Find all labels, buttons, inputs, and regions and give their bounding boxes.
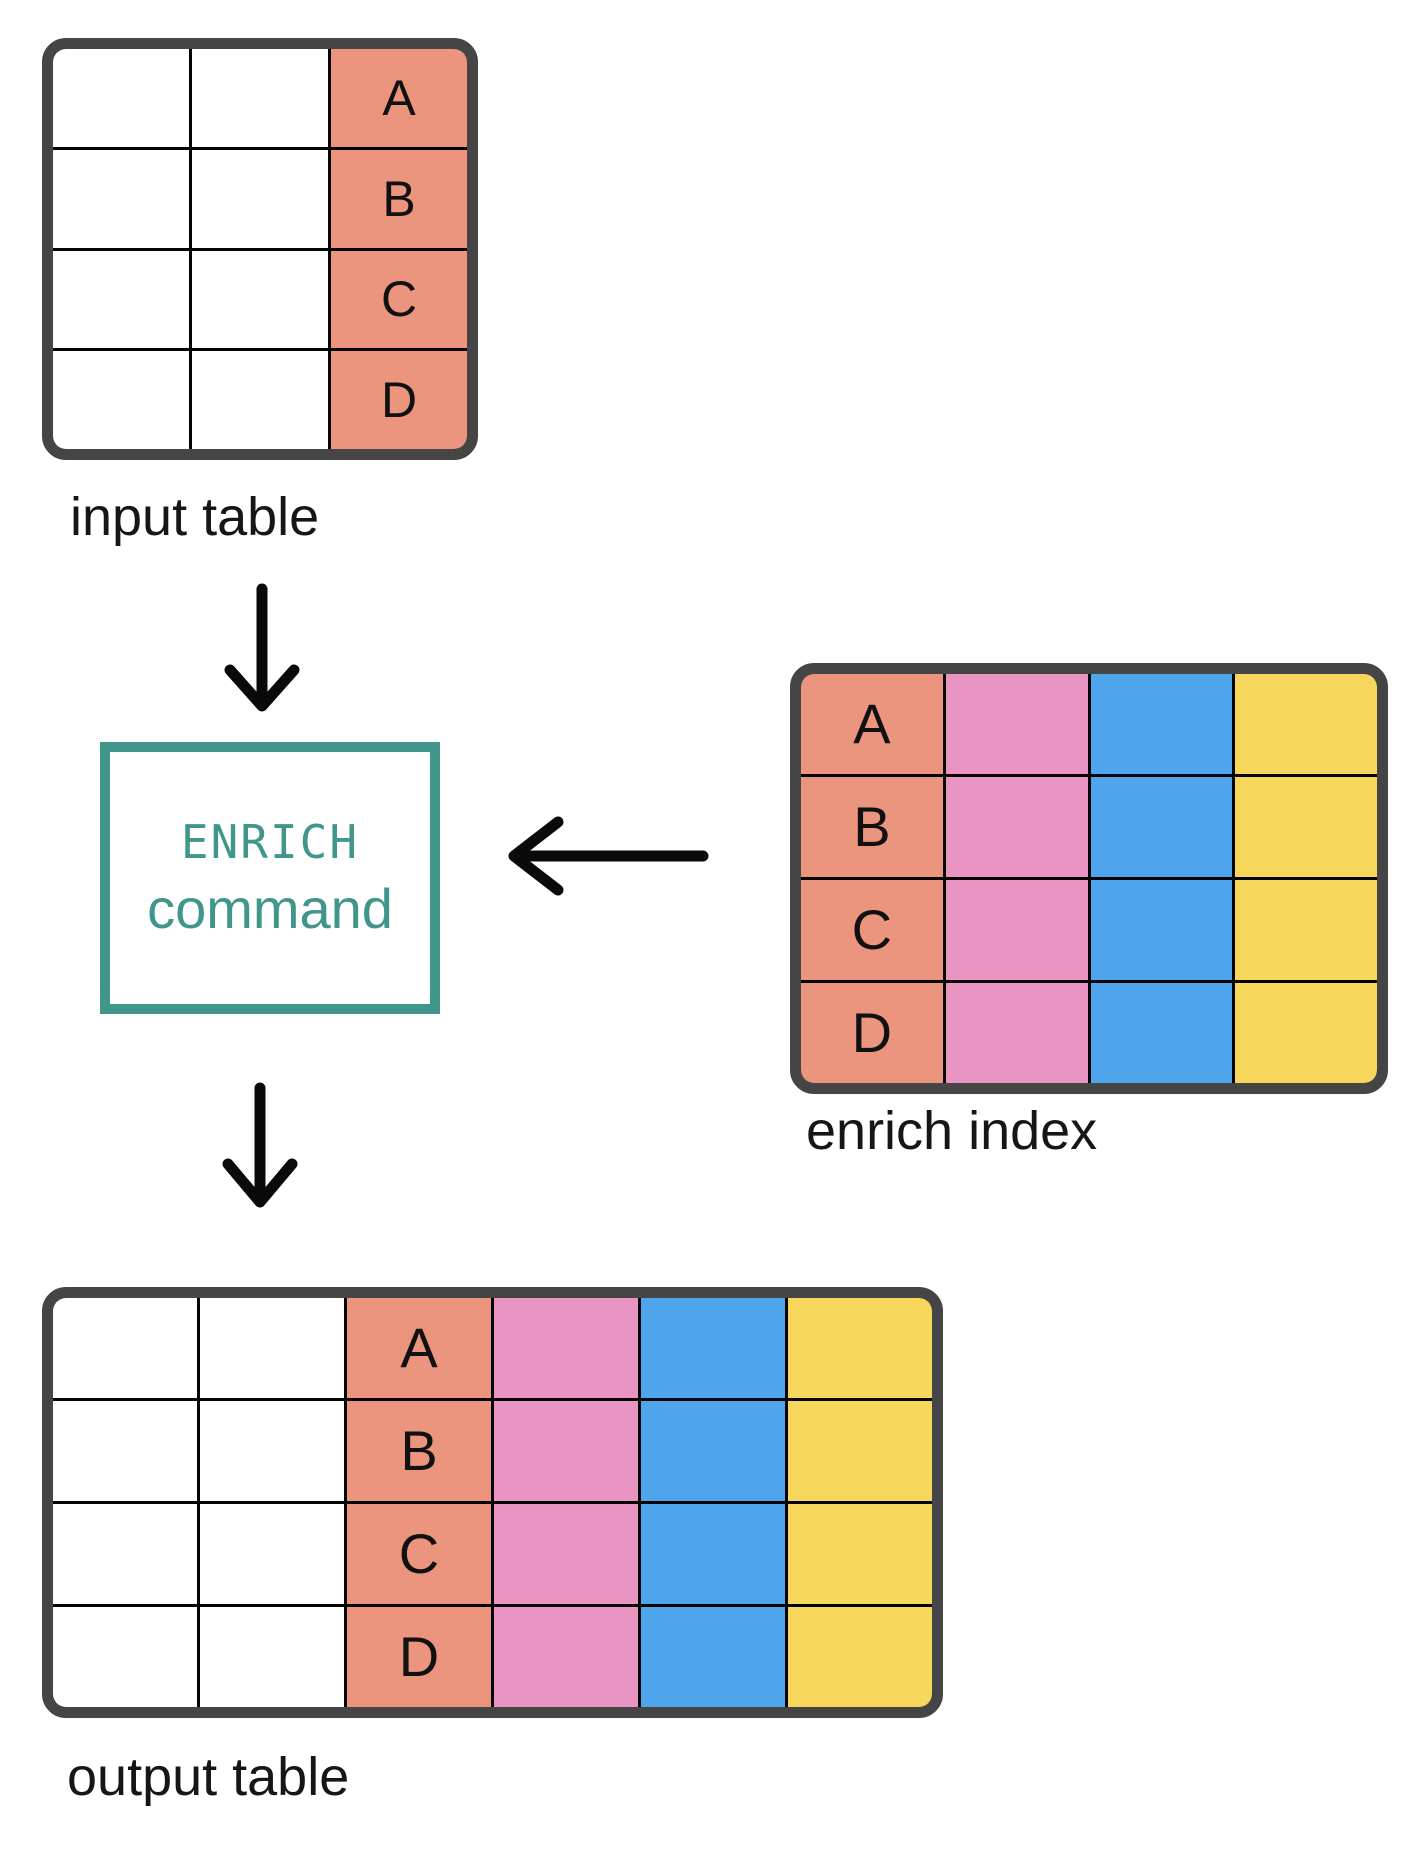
table-cell — [641, 1504, 785, 1604]
table-cell — [1235, 983, 1377, 1083]
table-cell — [1235, 777, 1377, 877]
output-table-label: output table — [67, 1747, 350, 1807]
table-cell — [200, 1298, 344, 1398]
table-cell — [945, 777, 1088, 877]
down-arrow-icon — [224, 583, 300, 712]
table-cell: D — [331, 351, 467, 449]
table-cell: B — [801, 777, 943, 877]
table-cell — [200, 1401, 344, 1501]
table-cell — [53, 149, 189, 248]
left-arrow-icon — [508, 816, 709, 896]
table-cell — [53, 49, 189, 147]
table-cell — [53, 250, 189, 349]
input-table-label: input table — [70, 487, 320, 547]
down-arrow-icon — [222, 1082, 298, 1208]
table-cell — [945, 674, 1088, 774]
table-cell — [53, 1607, 197, 1707]
enrich-index-label: enrich index — [806, 1101, 1098, 1161]
table-cell: B — [331, 149, 467, 248]
table-cell: C — [347, 1504, 491, 1604]
table-cell — [200, 1607, 344, 1707]
table-cell: A — [347, 1298, 491, 1398]
table-cell — [945, 880, 1088, 980]
table-cell: C — [331, 250, 467, 349]
table-cell: A — [801, 674, 943, 774]
table-cell — [53, 1298, 197, 1398]
table-cell — [53, 1401, 197, 1501]
table-cell — [200, 1504, 344, 1604]
table-cell — [192, 351, 328, 449]
table-cell — [788, 1504, 932, 1604]
table-cell — [788, 1607, 932, 1707]
table-cell — [192, 149, 328, 248]
table-cell — [1235, 880, 1377, 980]
table-cell — [53, 1504, 197, 1604]
enrich-command-word: command — [147, 877, 393, 940]
table-cell — [494, 1298, 638, 1398]
table-cell — [788, 1401, 932, 1501]
table-cell — [641, 1298, 785, 1398]
enrich-command-keyword: ENRICH — [180, 815, 360, 869]
table-cell — [1090, 983, 1233, 1083]
table-cell: A — [331, 49, 467, 147]
table-cell — [1090, 674, 1233, 774]
enrich-command-box: ENRICH command — [100, 742, 440, 1014]
table-cell — [494, 1607, 638, 1707]
table-cell: C — [801, 880, 943, 980]
table-cell — [1090, 880, 1233, 980]
table-cell: D — [801, 983, 943, 1083]
table-cell — [494, 1504, 638, 1604]
table-cell — [53, 351, 189, 449]
table-cell — [1235, 674, 1377, 774]
table-cell — [641, 1607, 785, 1707]
table-cell: B — [347, 1401, 491, 1501]
table-cell — [641, 1401, 785, 1501]
table-cell — [788, 1298, 932, 1398]
table-cell — [945, 983, 1088, 1083]
table-cell: D — [347, 1607, 491, 1707]
table-cell — [192, 250, 328, 349]
table-cell — [494, 1401, 638, 1501]
table-cell — [192, 49, 328, 147]
table-cell — [1090, 777, 1233, 877]
